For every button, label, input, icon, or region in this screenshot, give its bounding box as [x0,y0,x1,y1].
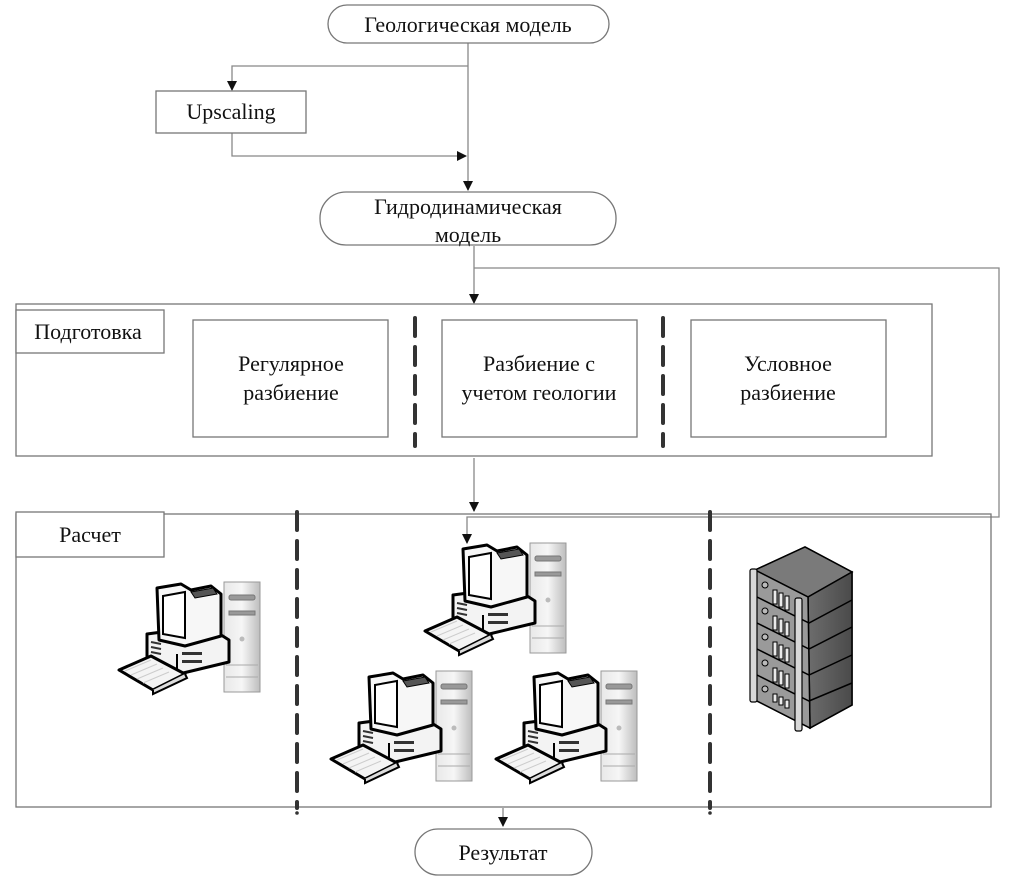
connector-upscaling-to-hydro [231,132,467,161]
result-node: Результат [414,828,593,876]
connector-hydro-to-calculation [462,267,1000,544]
option-label-line1: Условное [744,351,832,376]
preparation-group: Подготовка Регулярное разбиение Разбиени… [15,303,933,457]
preparation-title: Подготовка [34,319,142,344]
connector-geo-to-upscaling [227,65,468,91]
server-rack-icon [749,546,854,732]
preparation-option-geology: Разбиение с учетом геологии [441,319,638,438]
upscaling-label: Upscaling [186,99,275,124]
preparation-option-conditional: Условное разбиение [690,319,887,438]
geological-model-label: Геологическая модель [364,12,571,37]
option-label-line1: Регулярное [238,351,344,376]
workstation-icon [494,669,639,785]
preparation-title-box [15,309,165,354]
workstation-icon [329,669,474,785]
option-label-line2: учетом геологии [462,380,617,405]
calculation-title-box [15,511,165,558]
upscaling-node: Upscaling [155,90,307,134]
hydrodynamic-model-node: Гидродинамическая модель [319,191,617,247]
option-label-line1: Разбиение с [483,351,595,376]
calculation-group: Расчет [15,510,992,815]
option-label-line2: разбиение [740,380,836,405]
result-label: Результат [458,840,547,865]
hydrodynamic-model-label-1: Гидродинамическая [374,194,562,219]
geological-model-node: Геологическая модель [327,4,610,44]
preparation-option-regular: Регулярное разбиение [192,319,389,438]
workstation-icon [423,541,568,657]
option-label-line2: разбиение [243,380,339,405]
calculation-title: Расчет [59,522,121,547]
hydrodynamic-model-label-2: модель [435,222,501,247]
workstation-icon [117,580,262,696]
